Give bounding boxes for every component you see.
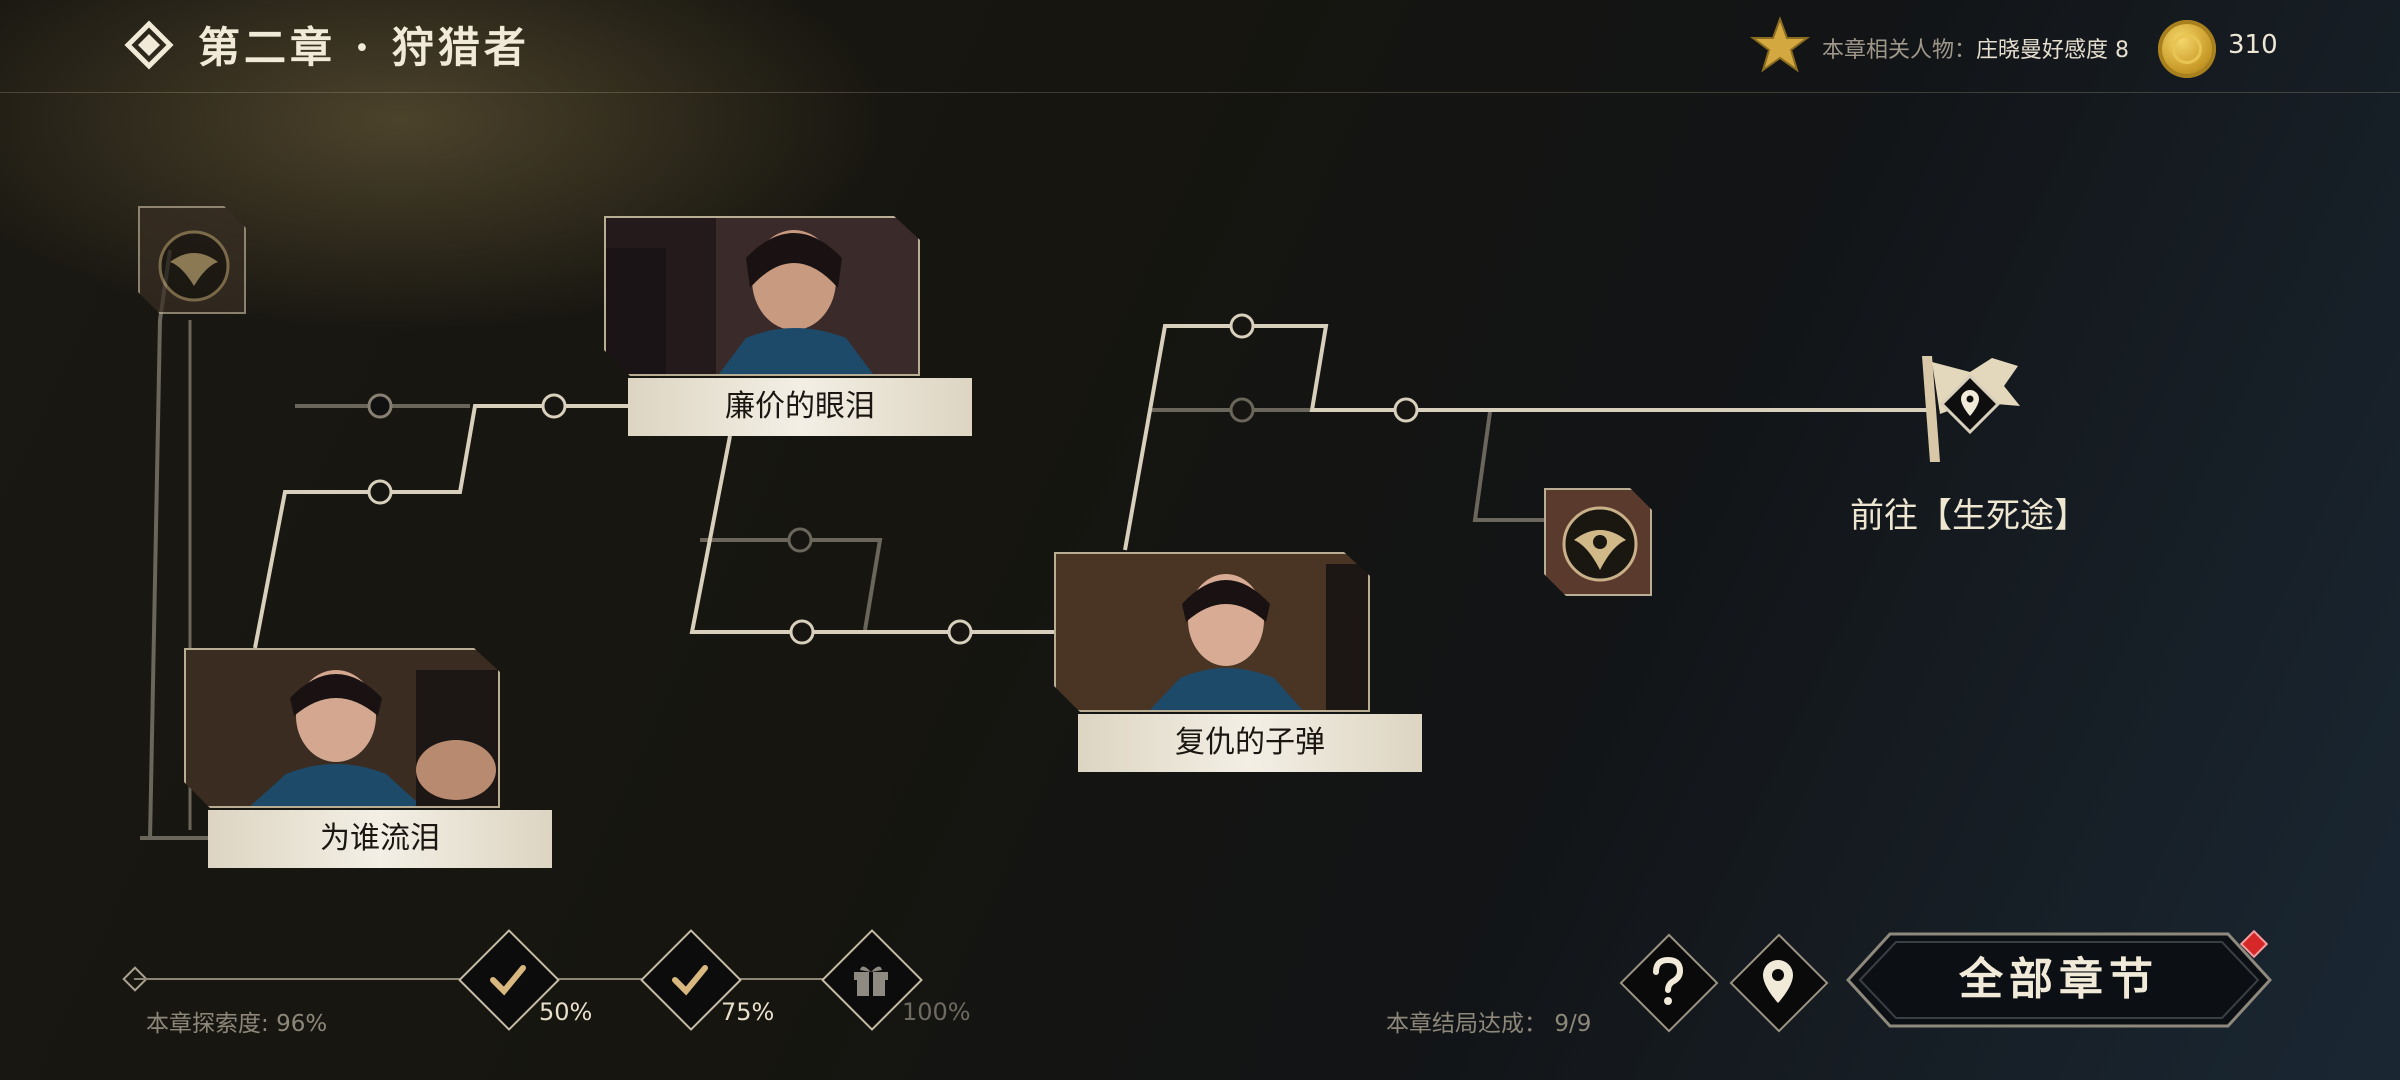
branch-line-dim [700, 538, 883, 631]
branch-nodes [367, 313, 1419, 645]
branch-node [367, 393, 393, 419]
destination-flag-icon[interactable] [1910, 350, 2030, 470]
exploration-caption: 本章探索度: [146, 1011, 269, 1037]
branch-node [787, 527, 813, 553]
affinity-caption: 本章相关人物： [1822, 38, 1977, 63]
milestone-75[interactable]: 75% [640, 929, 774, 1031]
endings-value: 9/9 [1554, 1011, 1592, 1037]
help-button[interactable] [1618, 932, 1719, 1033]
check-icon [490, 965, 526, 996]
header-divider [0, 92, 2400, 93]
emblem-icon [1546, 490, 1650, 594]
story-node-card[interactable]: 廉价的眼泪 [604, 216, 976, 440]
branch-node [541, 393, 567, 419]
locate-button[interactable] [1728, 932, 1829, 1033]
branch-node [947, 619, 973, 645]
milestone-percent: 100% [902, 998, 971, 1026]
question-icon [1653, 956, 1684, 1005]
locked-character-node[interactable] [1544, 488, 1652, 596]
branch-line-dim [1472, 411, 1545, 522]
branch-line-lit [689, 435, 1060, 634]
all-chapters-label: 全部章节 [1959, 954, 2159, 1005]
coin-count: 310 [2228, 30, 2278, 60]
location-pin-icon [1763, 960, 1793, 1003]
branch-node [1393, 397, 1419, 423]
branch-node [789, 619, 815, 645]
branch-line-lit [253, 404, 630, 649]
story-node-card[interactable]: 复仇的子弹 [1054, 552, 1426, 776]
affinity-value: 庄晓曼好感度 8 [1976, 38, 2130, 63]
back-arrow-icon[interactable] [124, 20, 174, 70]
milestone-percent: 50% [539, 998, 593, 1026]
story-node-label: 廉价的眼泪 [628, 378, 972, 436]
all-chapters-frame [1845, 932, 2273, 1028]
all-chapters-button[interactable]: 全部章节 [1844, 930, 2274, 1030]
milestone-100[interactable]: 100% [821, 929, 971, 1031]
story-node-image [184, 648, 500, 808]
branch-node [367, 479, 393, 505]
story-node-image [604, 216, 920, 376]
branch-node [1229, 397, 1255, 423]
story-node-label: 复仇的子弹 [1078, 714, 1422, 772]
related-character-affinity: 本章相关人物：庄晓曼好感度 8 [1822, 32, 2129, 64]
story-node-label: 为谁流泪 [208, 810, 552, 868]
story-node-card[interactable]: 为谁流泪 [184, 648, 556, 872]
check-icon [672, 965, 708, 996]
milestone-50[interactable]: 50% [458, 929, 592, 1031]
emblem-icon [140, 208, 244, 312]
exploration-label: 本章探索度: 96% [146, 1004, 327, 1038]
gift-icon [854, 966, 888, 996]
branch-node [1229, 313, 1255, 339]
coin-icon [2158, 20, 2216, 78]
destination-label[interactable]: 前往【生死途】 [1850, 496, 2088, 536]
branch-line-lit [1123, 324, 1935, 551]
endings-achieved: 本章结局达成： 9/9 [1386, 1004, 1591, 1038]
exploration-value: 96% [276, 1011, 328, 1037]
star-icon [1750, 16, 1810, 73]
locked-character-node[interactable] [138, 206, 246, 314]
endings-caption: 本章结局达成： [1386, 1011, 1547, 1037]
chapter-title: 第二章 · 狩猎者 [198, 23, 530, 72]
branch-line-dim [148, 249, 172, 841]
milestone-percent: 75% [721, 998, 775, 1026]
story-node-image [1054, 552, 1370, 712]
